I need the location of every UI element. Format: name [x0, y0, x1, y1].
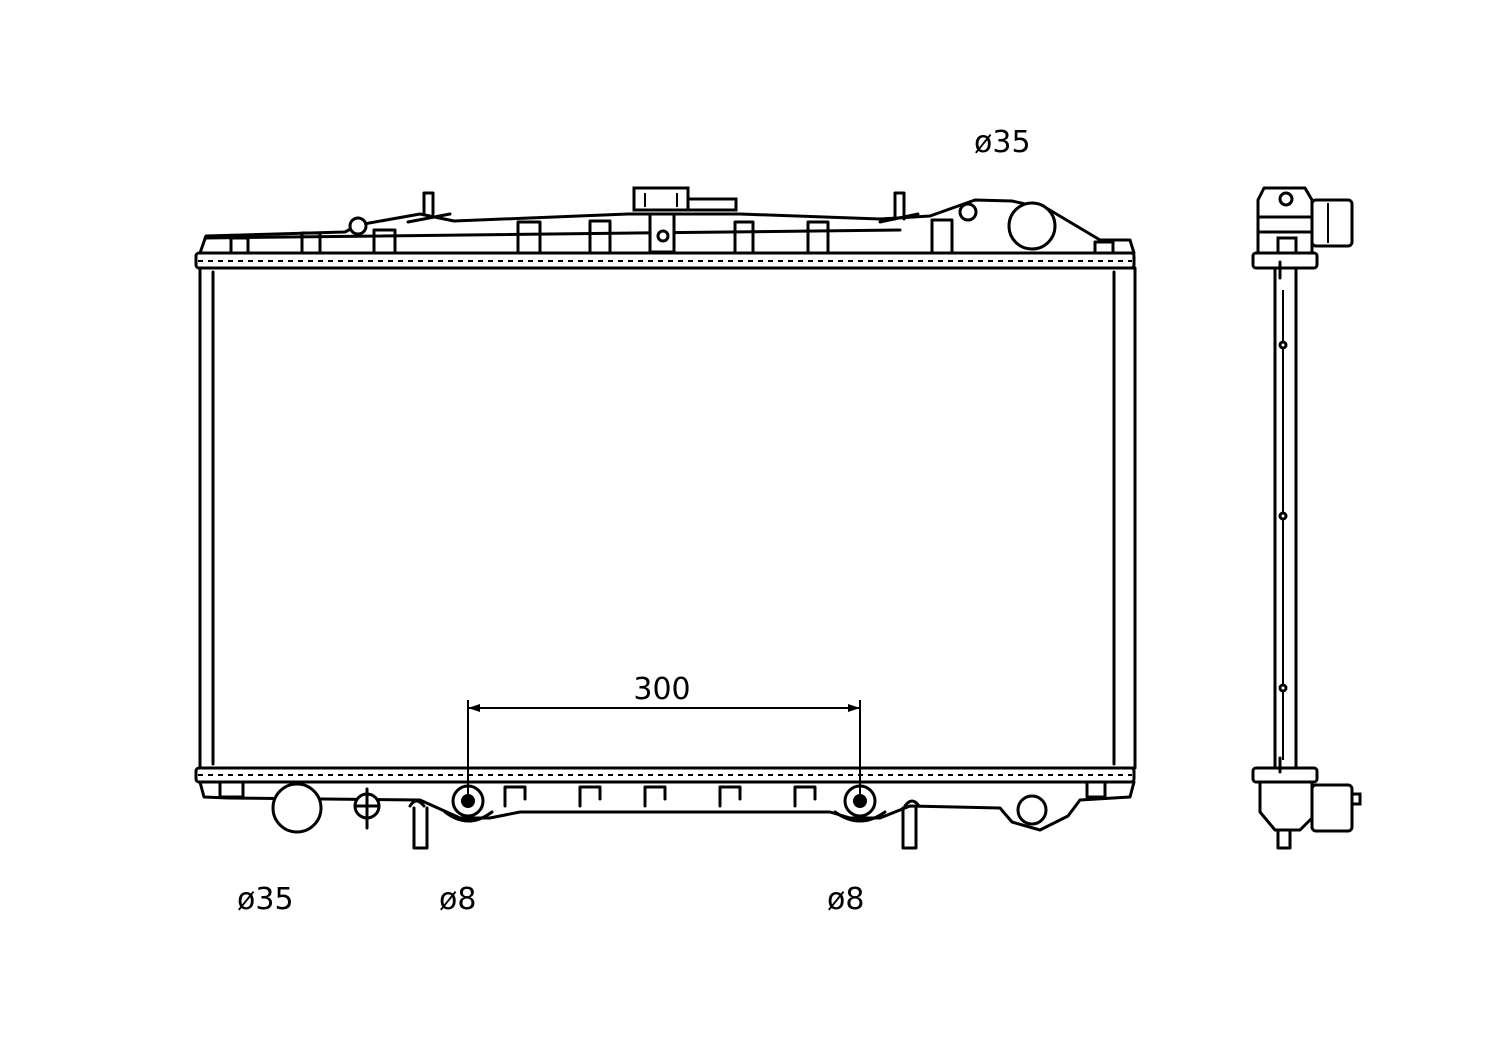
radiator-front-view [194, 186, 1137, 850]
dimension-line-300 [467, 700, 861, 795]
mount-boss-left [443, 784, 494, 823]
radiator-side-view [1251, 186, 1362, 850]
radiator-cap [632, 186, 738, 254]
diameter-label-mount-right: ø8 [827, 882, 864, 917]
bottom-outlet-pipe [271, 782, 323, 834]
diameter-label-bottom-outlet: ø35 [237, 882, 294, 917]
diameter-label-mount-left: ø8 [439, 882, 476, 917]
bottom-header-plate [194, 766, 1136, 784]
top-header-plate [194, 251, 1136, 270]
diameter-label-top-outlet: ø35 [974, 125, 1031, 160]
bottom-tank [198, 780, 1136, 850]
dimension-label-300: 300 [633, 672, 690, 707]
top-tank [198, 191, 1136, 255]
top-outlet-pipe [1007, 201, 1057, 251]
